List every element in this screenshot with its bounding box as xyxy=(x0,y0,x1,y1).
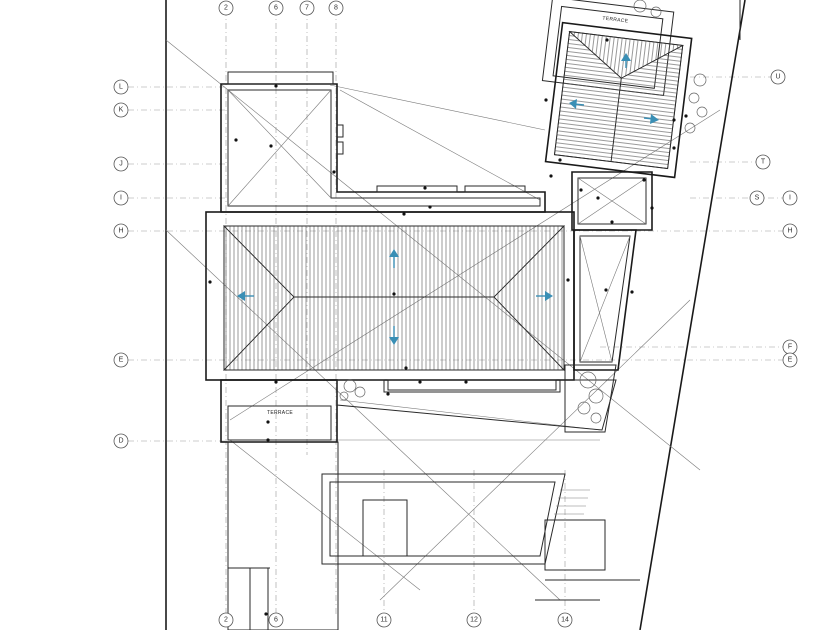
slope-arrow-up xyxy=(389,249,399,268)
slope-arrow-pavilion-right xyxy=(643,114,659,124)
grid-bubble-label: E xyxy=(119,357,124,364)
grid-bubble xyxy=(113,79,129,95)
site-boundary xyxy=(165,0,746,630)
connector-block xyxy=(571,171,653,371)
grid-bubble xyxy=(782,352,798,368)
vegetation xyxy=(339,0,708,424)
grid-bubble-label: 6 xyxy=(274,617,278,624)
grid-bubble xyxy=(113,156,129,172)
terrace-label-left: TERRACE xyxy=(267,410,293,416)
grid-bubble-label: H xyxy=(787,228,792,235)
lower-deck xyxy=(336,364,617,433)
grid-bubble-label: T xyxy=(761,159,766,166)
slope-arrow-pavilion-left xyxy=(569,99,585,109)
grid-bubble-label: I xyxy=(120,195,122,202)
grid-bubble xyxy=(113,102,129,118)
grid-bubble xyxy=(782,190,798,206)
grid-bubble xyxy=(782,223,798,239)
grid-bubble xyxy=(113,190,129,206)
slope-arrow-pavilion-up xyxy=(621,53,631,68)
grid-bubble-label: I xyxy=(789,195,791,202)
grid-bubble-label: 11 xyxy=(380,617,387,624)
grid-bubble-label: 7 xyxy=(305,5,309,12)
grid-bubble xyxy=(218,612,234,628)
grid-bubble xyxy=(113,433,129,449)
grid-bubble xyxy=(299,0,315,16)
slope-arrow-left xyxy=(237,291,254,301)
grid-bubble-label: K xyxy=(119,107,124,114)
grid-bubble-label: 8 xyxy=(334,5,338,12)
grid-bubble xyxy=(268,612,284,628)
pavilion-roof: TERRACE xyxy=(541,0,693,179)
upper-wing-roof xyxy=(220,71,546,213)
slope-arrow-right xyxy=(536,291,553,301)
slope-arrows xyxy=(237,53,659,345)
grid-bubble-label: 6 xyxy=(274,5,278,12)
grid-bubble-label: J xyxy=(119,161,123,168)
grid-bubble xyxy=(268,0,284,16)
main-hip-roof xyxy=(205,211,575,381)
slope-arrow-down xyxy=(389,326,399,345)
grid-bubble-label: S xyxy=(755,195,760,202)
grid-bubble xyxy=(113,223,129,239)
grid-bubble xyxy=(749,190,765,206)
grid-bubble-label: D xyxy=(118,438,123,445)
level-markers xyxy=(208,38,688,622)
garden-area xyxy=(227,441,640,630)
grid-bubble-label: 12 xyxy=(470,617,478,624)
grid-bubble xyxy=(557,612,573,628)
grid-bubble xyxy=(218,0,234,16)
grid-bubble xyxy=(376,612,392,628)
grid-bubble-label: U xyxy=(775,74,780,81)
grid-bubble-label: 2 xyxy=(224,5,228,12)
grid-bubble xyxy=(113,352,129,368)
grid-bubble xyxy=(466,612,482,628)
grid-bubble-label: 2 xyxy=(224,617,228,624)
grid-bubble-label: L xyxy=(119,84,123,91)
grid-bubble-label: E xyxy=(788,357,793,364)
grid-bubble xyxy=(770,69,786,85)
grid-bubble-label: H xyxy=(118,228,123,235)
grid-bubble xyxy=(328,0,344,16)
terrace-label-top: TERRACE xyxy=(602,15,629,24)
grid-bubble-label: F xyxy=(788,344,792,351)
grid-bubble-label: 14 xyxy=(561,617,569,624)
grid-bubble xyxy=(755,154,771,170)
